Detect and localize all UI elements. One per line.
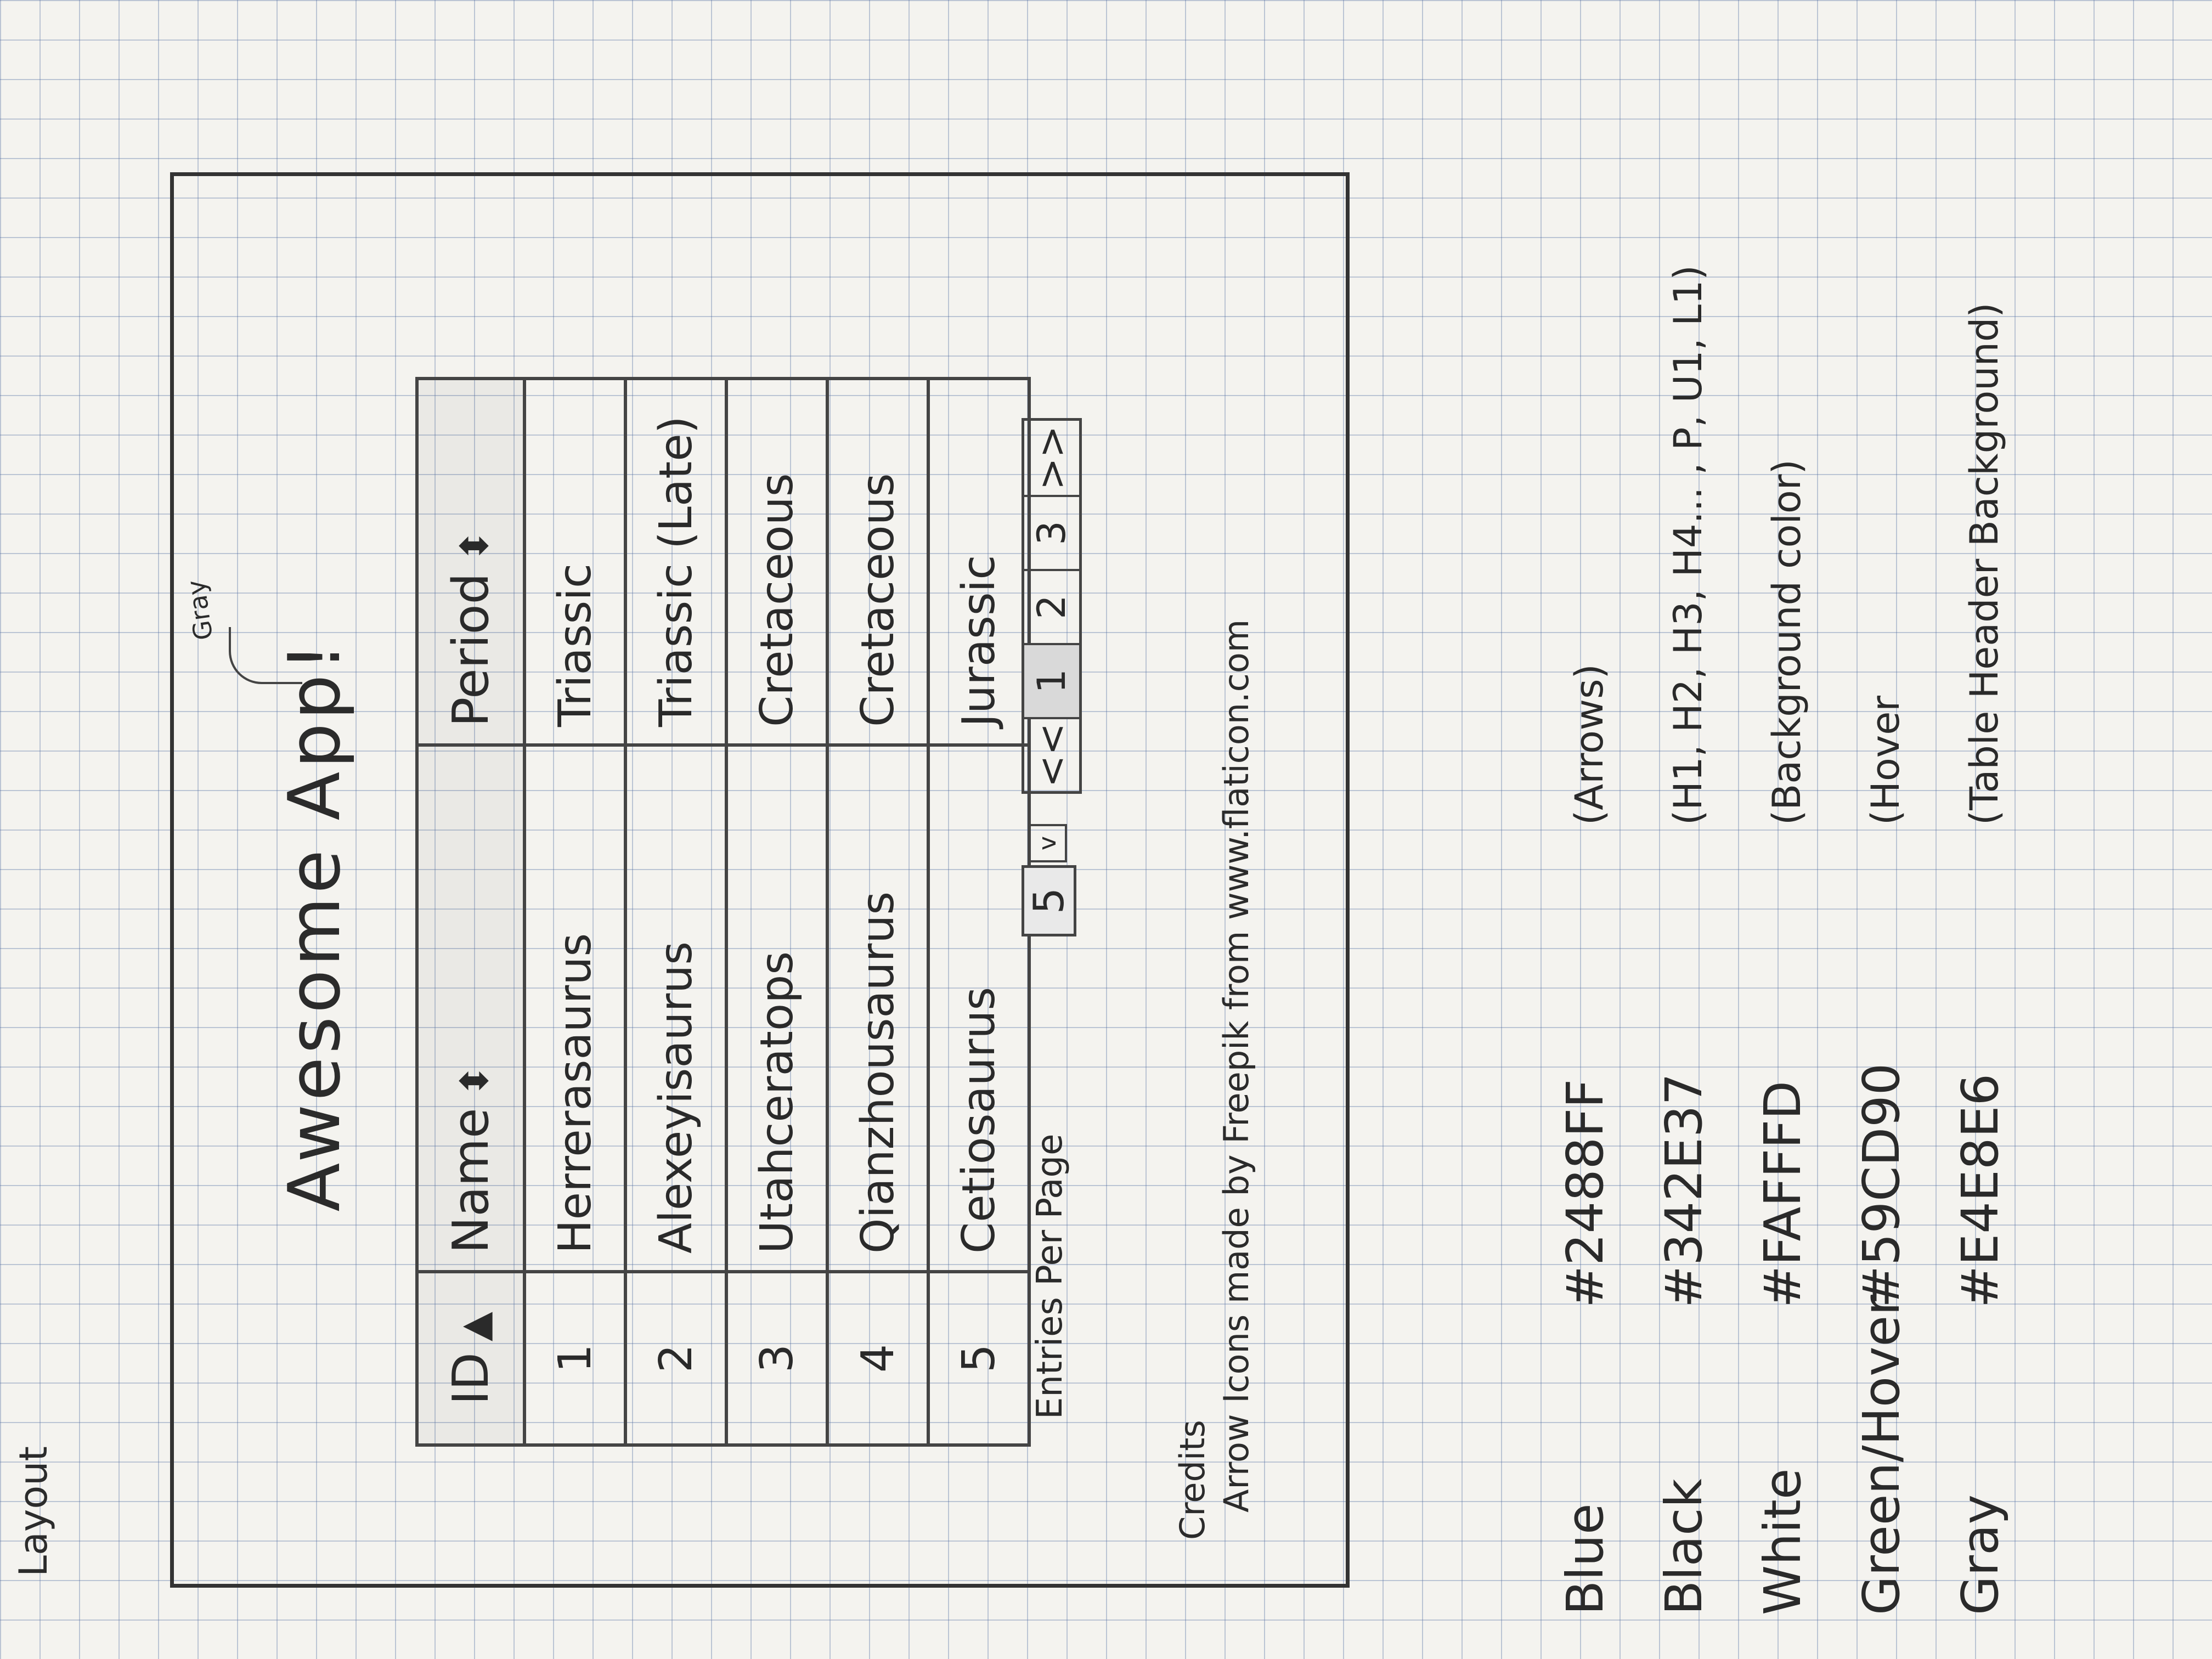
page-first-button[interactable]: << xyxy=(1024,717,1079,791)
page-3-button[interactable]: 3 xyxy=(1024,495,1079,569)
table-header-row: ID ▲ Name ⬍ Period ⬍ xyxy=(417,379,524,1445)
cell-id: 1 xyxy=(524,1272,625,1445)
cell-name: Alexeyisaurus xyxy=(625,745,726,1272)
palette-row: Blue #2488FF (Arrows) xyxy=(1536,265,1635,1615)
cell-id: 5 xyxy=(928,1272,1029,1445)
palette-note: (H1, H2, H3, H4... , P, U1, L1) xyxy=(1666,265,1711,825)
page-heading: Layout xyxy=(11,1446,56,1577)
palette-note: (Background color) xyxy=(1764,459,1809,825)
palette-row: Black #342E37 (H1, H2, H3, H4... , P, U1, … xyxy=(1635,265,1734,1615)
table-row: 1 Herrerasaurus Triassic xyxy=(524,379,625,1445)
sort-up-icon[interactable]: ▲ xyxy=(452,1312,497,1341)
cell-id: 3 xyxy=(726,1272,827,1445)
column-header-label: Name xyxy=(442,1108,500,1254)
table-row: 3 Utahceratops Cretaceous xyxy=(726,379,827,1445)
column-header-id[interactable]: ID ▲ xyxy=(417,1272,524,1445)
table-row: 4 Qianzhousaurus Cretaceous xyxy=(827,379,928,1445)
pagination: << 1 2 3 >> xyxy=(1022,418,1082,794)
cell-name: Qianzhousaurus xyxy=(827,745,928,1272)
note-arrow xyxy=(229,627,302,684)
palette-name: Black xyxy=(1655,1479,1713,1615)
palette-hex: #342E37 xyxy=(1655,1073,1713,1308)
page-last-button[interactable]: >> xyxy=(1029,425,1074,490)
palette-row: Green/Hover#59CD90 (Hover xyxy=(1832,265,1931,1615)
palette-name: Gray xyxy=(1951,1494,2010,1615)
title-color-note: Gray xyxy=(180,578,219,642)
palette-row: Gray #E4E8E6 (Table Header Background) xyxy=(1931,265,2030,1615)
entries-per-page-select[interactable]: 5 xyxy=(1022,865,1076,936)
table-row: 2 Alexeyisaurus Triassic (Late) xyxy=(625,379,726,1445)
cell-period: Cretaceous xyxy=(726,379,827,745)
cell-period: Triassic xyxy=(524,379,625,745)
credits-text: Arrow Icons made by Freepik from www.fla… xyxy=(1216,619,1256,1513)
dinosaur-table: ID ▲ Name ⬍ Period ⬍ 1 Herrerasaurus Triass… xyxy=(415,377,1031,1447)
sort-both-icon[interactable]: ⬍ xyxy=(452,529,497,562)
cell-id: 4 xyxy=(827,1272,928,1445)
pager-row: Entries Per Page 5 v << 1 2 3 >> xyxy=(1019,349,1101,1419)
palette-name: White xyxy=(1753,1468,1812,1615)
palette-note: (Arrows) xyxy=(1567,664,1612,825)
table-row: 5 Cetiosaurus Jurassic xyxy=(928,379,1029,1445)
palette-hex: #FAFFFD xyxy=(1753,1080,1812,1308)
app-wireframe: Awesome App! Gray ID▲ Name⬍ Period⬍ 1 He… xyxy=(170,172,1350,1588)
page-2-button[interactable]: 2 xyxy=(1024,569,1079,643)
palette-name: Blue xyxy=(1556,1503,1615,1615)
palette-name: Green/Hover xyxy=(1852,1295,1911,1615)
cell-period: Cretaceous xyxy=(827,379,928,745)
column-header-period[interactable]: Period ⬍ xyxy=(417,379,524,745)
chevron-down-icon[interactable]: v xyxy=(1029,824,1067,862)
cell-name: Herrerasaurus xyxy=(524,745,625,1272)
palette-hex: #2488FF xyxy=(1556,1079,1615,1308)
palette-row: White #FAFFFD (Background color) xyxy=(1734,265,1832,1615)
palette-hex: #E4E8E6 xyxy=(1951,1073,2010,1308)
palette-note: (Table Header Background) xyxy=(1962,302,2007,825)
palette-note: (Hover xyxy=(1863,695,1908,825)
entries-per-page-label: Entries Per Page xyxy=(1030,1133,1070,1419)
color-palette: Blue #2488FF (Arrows) Black #342E37 (H1, H2,… xyxy=(1536,265,2030,1615)
cell-name: Utahceratops xyxy=(726,745,827,1272)
page-1-button[interactable]: 1 xyxy=(1024,643,1079,717)
credits-heading: Credits xyxy=(1172,1420,1212,1540)
column-header-name[interactable]: Name ⬍ xyxy=(417,745,524,1272)
palette-hex: #59CD90 xyxy=(1852,1063,1911,1308)
cell-period: Triassic (Late) xyxy=(625,379,726,745)
cell-id: 2 xyxy=(625,1272,726,1445)
column-header-label: Period xyxy=(442,573,500,727)
sort-both-icon[interactable]: ⬍ xyxy=(452,1064,497,1097)
cell-period: Jurassic xyxy=(928,379,1029,745)
cell-name: Cetiosaurus xyxy=(928,745,1029,1272)
column-header-label: ID xyxy=(442,1352,500,1405)
